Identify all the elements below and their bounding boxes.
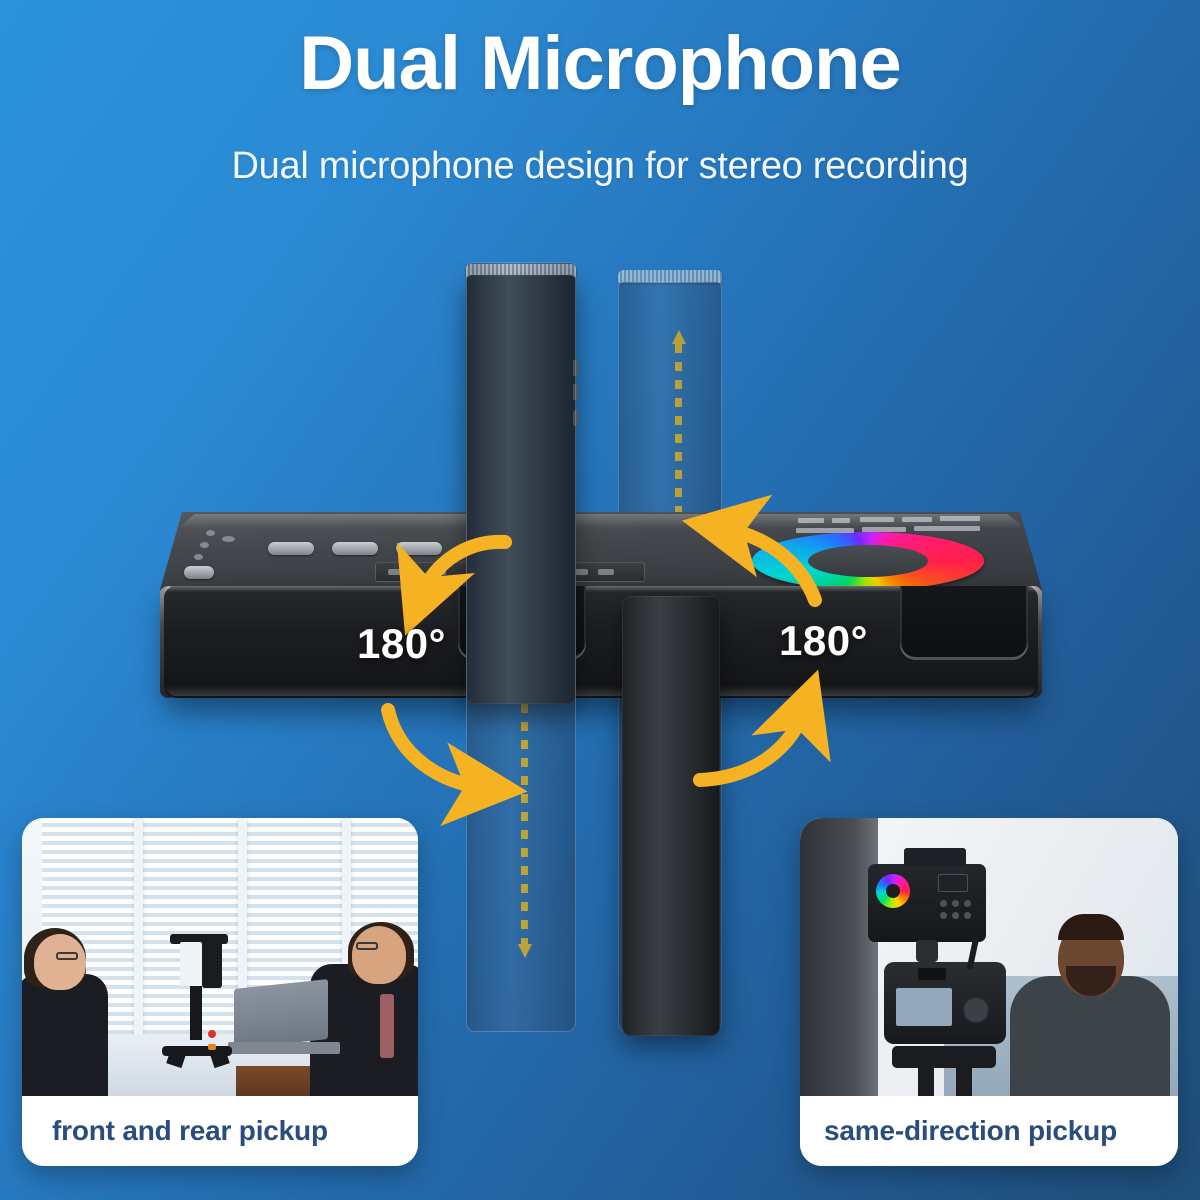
panel-top-face [160,512,1042,590]
printed-label [940,516,980,521]
axis-dashed-line [675,344,682,640]
camera-viewfinder [918,968,946,980]
tripod-leg [918,1066,934,1096]
rig-red-button [208,1030,216,1038]
printed-label [798,518,824,523]
necktie [380,994,394,1058]
panel-button [940,900,947,907]
mic-shell [466,275,576,704]
person-head [34,934,86,990]
printed-label [832,518,850,523]
rgb-led-video-light-panel [160,512,1042,700]
panel-button [952,900,959,907]
page-subtitle: Dual microphone design for stereo record… [231,145,969,187]
mic-port [573,360,578,376]
rig-orange-button [208,1044,216,1050]
axis-arrowhead-down [518,944,532,958]
feature-card-front-rear[interactable]: front and rear pickup [22,818,418,1166]
glasses [356,942,378,950]
camera-lcd [896,988,952,1026]
right-microphone-solid [622,596,720,1036]
photo-dslr-creator [800,818,1178,1096]
feature-card-same-direction[interactable]: same-direction pickup [800,818,1178,1166]
rotation-label-left: 180° [357,620,446,667]
window-mullion [134,818,143,1050]
indicator-led [222,536,235,542]
person-torso [22,974,108,1096]
person-hair [1058,914,1124,940]
printed-label [902,517,932,522]
printed-label [862,527,906,532]
tripod-leg [162,1046,232,1056]
person-torso [310,964,418,1096]
indicator-led [206,530,215,536]
card-caption: same-direction pickup [800,1096,1178,1166]
phone-body [202,940,222,988]
tripod-column [190,986,202,1040]
backdrop-curtain [800,818,878,1096]
mic-shell [622,596,720,1036]
control-button[interactable] [268,542,314,555]
left-microphone-solid [466,264,578,704]
control-button[interactable] [396,542,442,555]
person-torso [1010,976,1170,1096]
shoe-mount [904,848,966,866]
panel-top-sheen [177,514,1025,528]
left-microphone-ghost [466,262,576,1032]
panel-display-screen [938,874,968,892]
axis-arrowhead-up [672,330,686,344]
laptop-screen [234,979,328,1049]
printed-label [860,517,894,522]
mic-shell [466,262,576,1032]
mic-slot-right [900,586,1028,660]
tripod-head [892,1046,996,1068]
phone-screen [180,942,202,986]
person-head [352,926,406,984]
card-caption: front and rear pickup [22,1096,418,1166]
page-title: Dual Microphone [299,21,901,106]
glasses [56,952,78,960]
laptop-keyboard [228,1042,340,1054]
camera-control-dial [962,996,990,1024]
mic-grille [618,270,722,283]
mic-bar [170,934,228,944]
printed-label [914,526,980,531]
mic-port [573,410,578,426]
person-right [310,896,418,1096]
rgb-color-wheel [876,874,910,908]
photo-office-interview [22,818,418,1096]
person-left [22,910,108,1096]
mic-grille [466,264,576,277]
window-mullion [238,818,247,1050]
power-button[interactable] [184,566,214,579]
indicator-led [194,554,203,560]
mount-adapter [916,940,938,962]
printed-label [796,528,854,533]
tripod-leg [956,1066,972,1096]
rotation-label-right: 180° [779,617,868,664]
mic-port [573,384,578,400]
indicator-led [200,542,209,548]
control-button[interactable] [332,542,378,555]
rgb-color-wheel[interactable] [752,532,984,590]
panel-button [940,912,947,919]
panel-front-face [164,586,1038,698]
window-mullion [342,818,351,1050]
panel-button [964,912,971,919]
panel-button [964,900,971,907]
panel-button [952,912,959,919]
